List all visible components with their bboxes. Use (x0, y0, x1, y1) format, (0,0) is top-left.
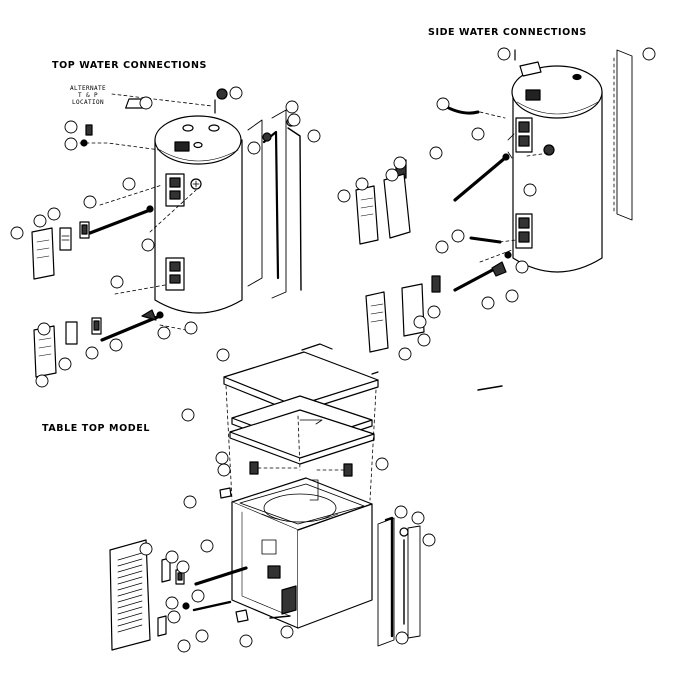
heading-top-water-connections: TOP WATER CONNECTIONS (52, 60, 207, 71)
note-line-2: T & P (77, 92, 99, 99)
heading-table-top-model: TABLE TOP MODEL (42, 423, 150, 434)
top-connection-tank (154, 115, 243, 314)
heading-side-water-connections: SIDE WATER CONNECTIONS (428, 27, 587, 38)
side-connection-tank (511, 65, 603, 273)
callout-bubbles (10, 47, 656, 653)
note-line-3: LOCATION (71, 99, 105, 106)
note-line-1: ALTERNATE (69, 85, 107, 92)
table-top-assembly (223, 343, 379, 629)
alternate-tp-location-note: ALTERNATE T & P LOCATION (66, 85, 110, 106)
